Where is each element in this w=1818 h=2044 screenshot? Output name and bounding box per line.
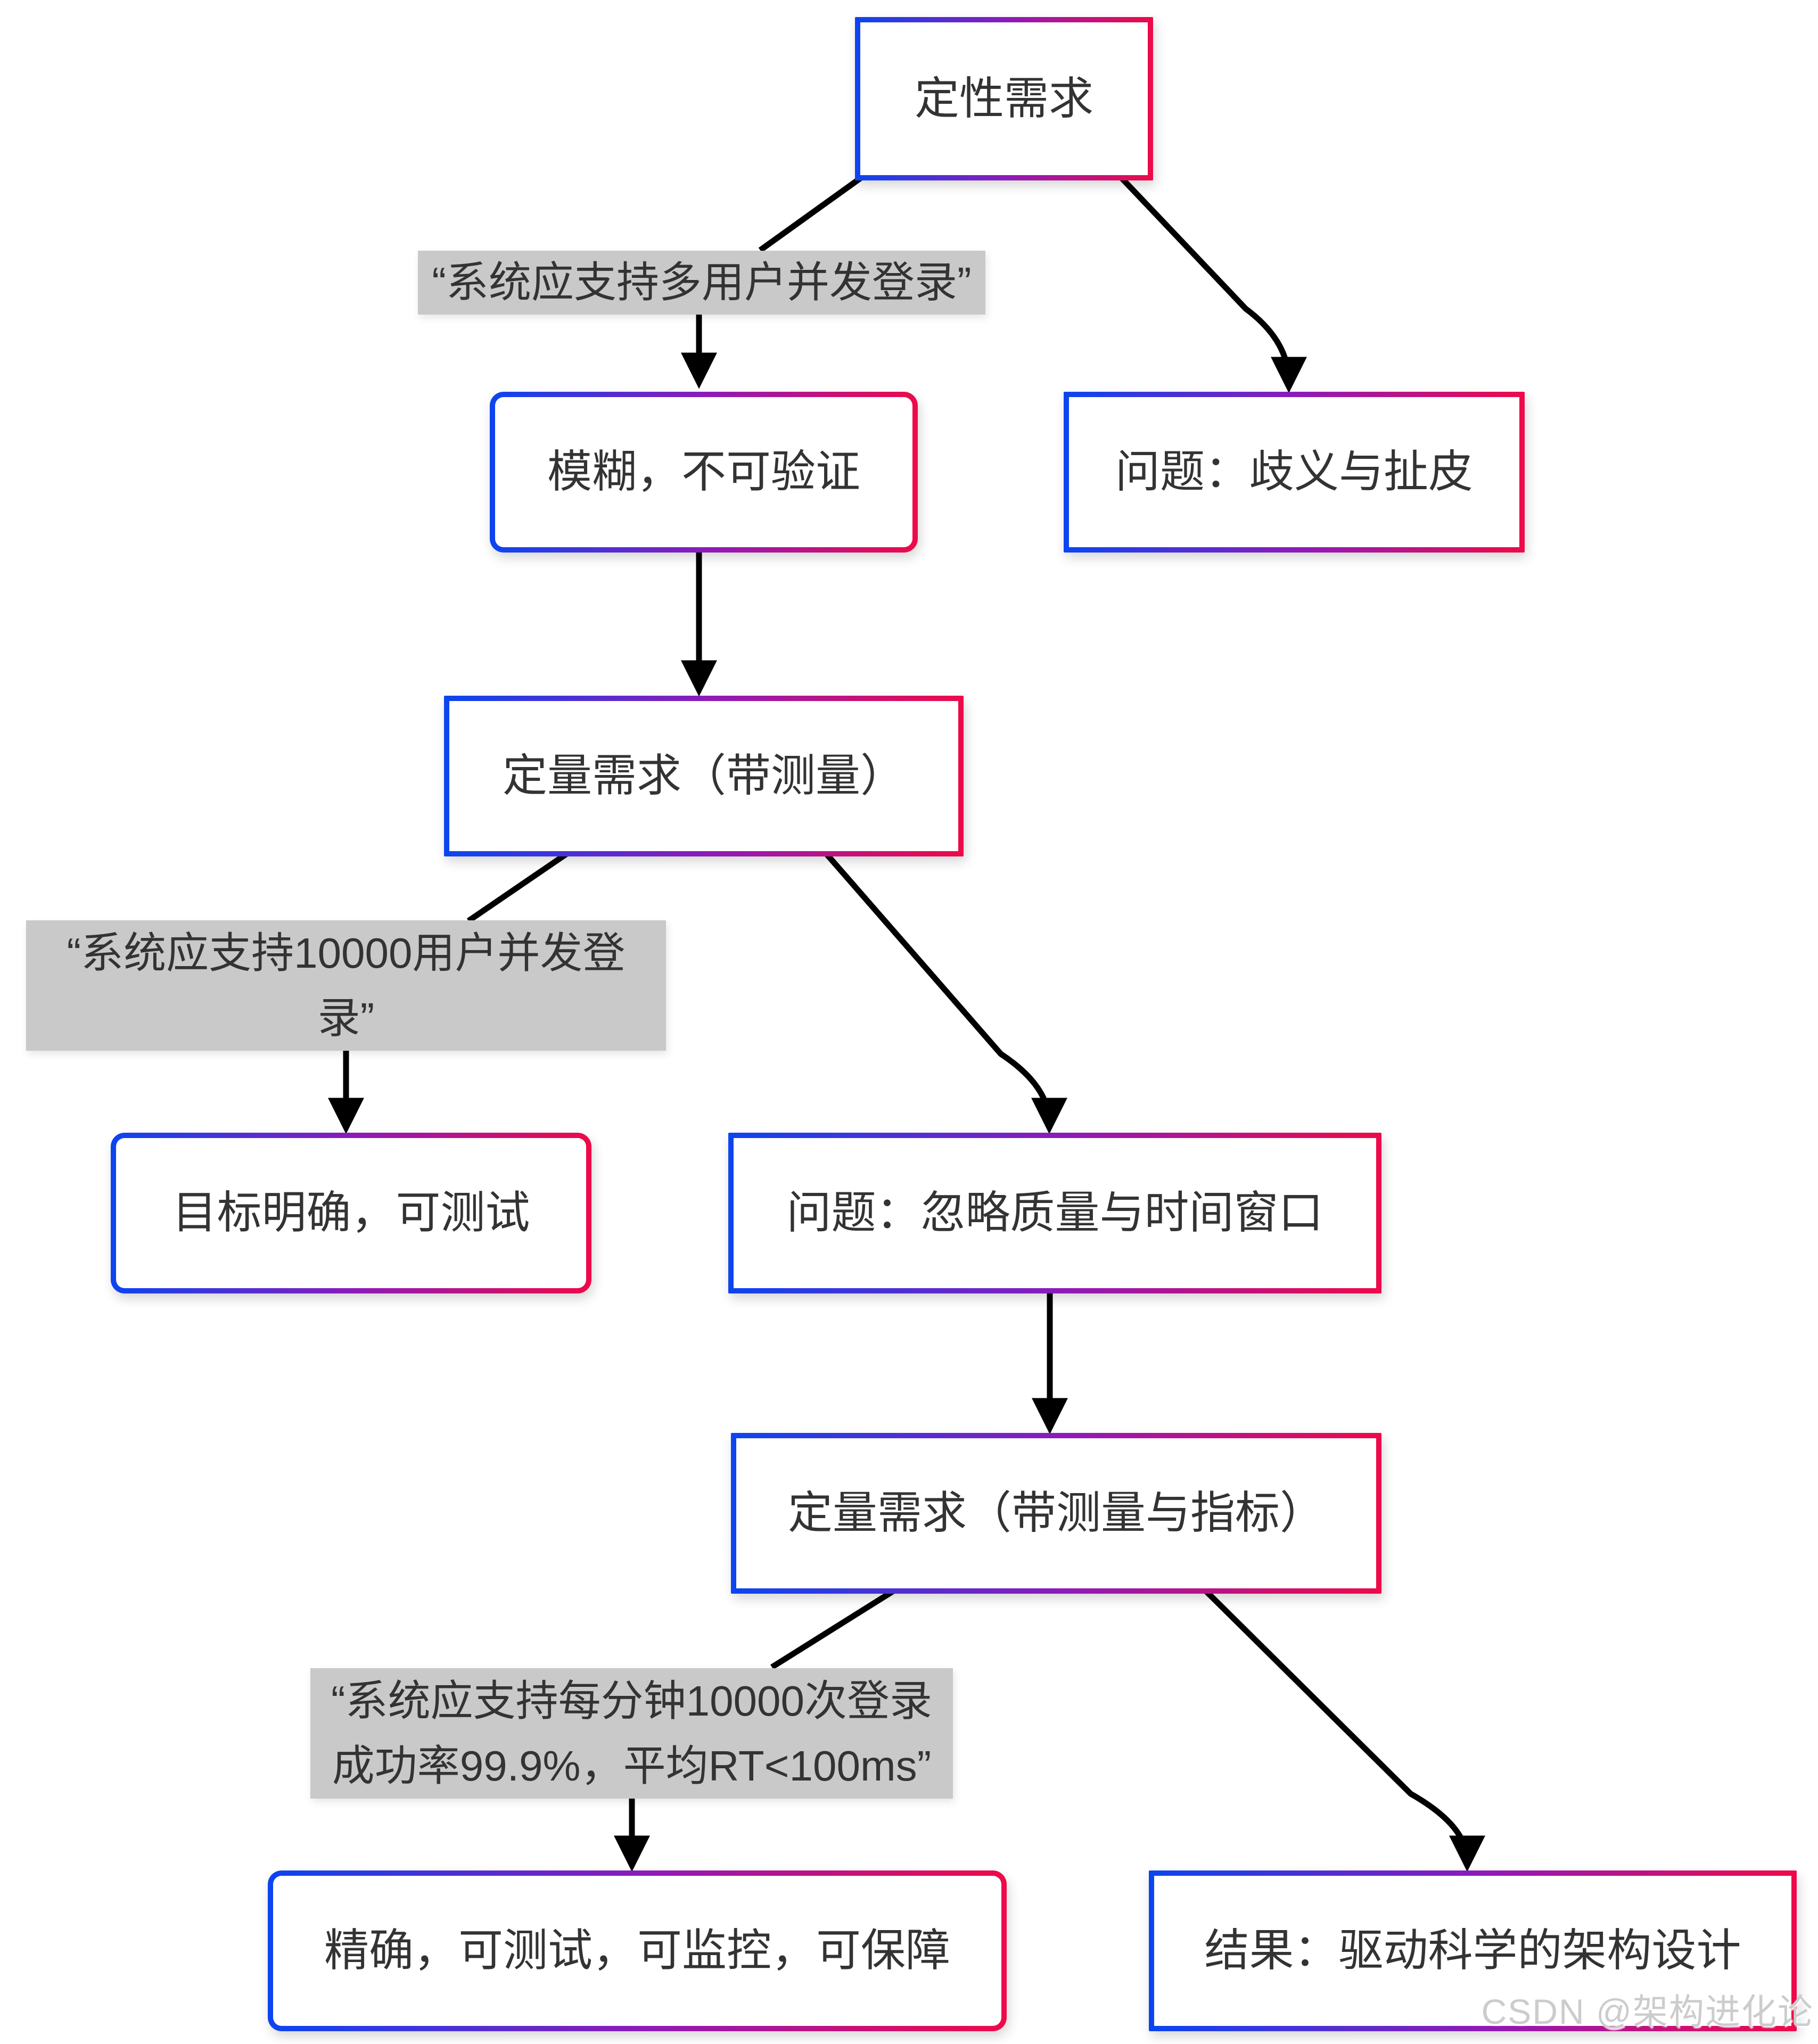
node-result-scientific-architecture: 结果：驱动科学的架构设计 (1149, 1870, 1797, 2031)
edge-quant1-to-ignore (817, 844, 1068, 1134)
node-label: 精确，可测试，可监控，可保障 (324, 1925, 950, 1976)
edge-label-text: “系统应支持每分钟10000次登录 成功率99.9%，平均RT<100ms” (331, 1677, 933, 1790)
node-qualitative-requirement: 定性需求 (855, 17, 1153, 180)
node-label: 定量需求（带测量与指标） (787, 1488, 1325, 1538)
node-label: 问题：歧义与扯皮 (1115, 447, 1473, 497)
node-label: 目标明确，可测试 (172, 1188, 530, 1238)
node-label: 问题：忽略质量与时间窗口 (786, 1188, 1323, 1238)
node-label: 模糊，不可验证 (547, 447, 860, 497)
node-label: 结果：驱动科学的架构设计 (1204, 1925, 1741, 1976)
edge-quant1-to-label-ten-k-users (466, 844, 580, 924)
csdn-watermark: CSDN @架构进化论 (1481, 1992, 1814, 2031)
node-vague-unverifiable: 模糊，不可验证 (490, 392, 918, 553)
node-problem-ambiguity: 问题：歧义与扯皮 (1064, 392, 1525, 553)
edge-quant2-to-result (1196, 1581, 1486, 1872)
edge-label-text: “系统应支持10000用户并发登 录” (67, 929, 626, 1042)
node-clear-goal-testable: 目标明确，可测试 (111, 1133, 591, 1293)
node-label: 定性需求 (914, 73, 1093, 123)
edge-label-ten-k-users: “系统应支持10000用户并发登 录” (26, 920, 666, 1051)
node-quantitative-with-measure-and-metrics: 定量需求（带测量与指标） (731, 1433, 1381, 1594)
node-label: 定量需求（带测量） (502, 751, 905, 801)
edge-label-multi-user: “系统应支持多用户并发登录” (418, 251, 985, 315)
node-quantitative-with-measure: 定量需求（带测量） (444, 696, 964, 856)
edge-quant2-to-label-ten-k-per-min (770, 1580, 908, 1670)
edge-qualitative-to-label-multi-user (758, 169, 872, 253)
edge-label-text: “系统应支持多用户并发登录” (432, 259, 972, 307)
edge-label-ten-k-per-min: “系统应支持每分钟10000次登录 成功率99.9%，平均RT<100ms” (310, 1668, 953, 1799)
edge-qualitative-to-ambiguity (1113, 169, 1307, 393)
node-problem-ignores-quality-window: 问题：忽略质量与时间窗口 (728, 1133, 1381, 1293)
node-precise-testable-monitorable: 精确，可测试，可监控，可保障 (268, 1870, 1007, 2031)
